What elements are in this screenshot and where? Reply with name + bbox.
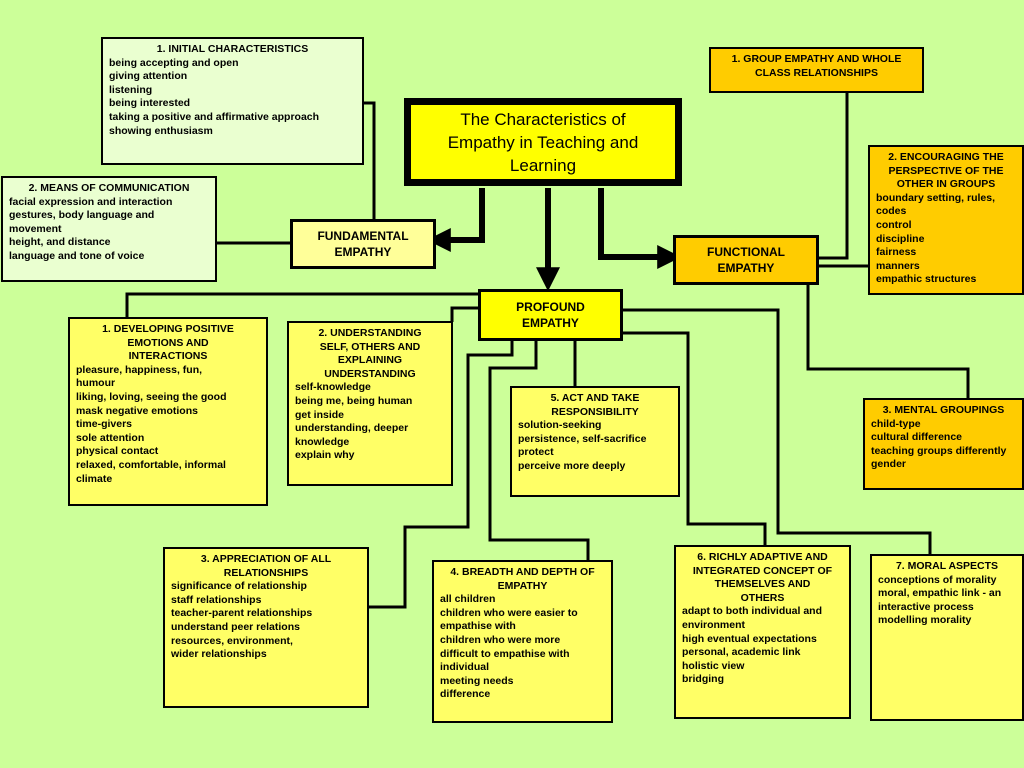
list-item: being interested (109, 97, 191, 110)
breadth-and-depth-box: 4. BREADTH AND DEPTH OF EMPATHY all chil… (432, 560, 613, 723)
box-heading: 6. RICHLY ADAPTIVE AND INTEGRATED CONCEP… (692, 551, 833, 604)
box-heading: 2. MEANS OF COMMUNICATION (28, 182, 190, 194)
encouraging-perspective-box: 2. ENCOURAGING THE PERSPECTIVE OF THE OT… (868, 145, 1024, 295)
box-heading: 2. ENCOURAGING THE PERSPECTIVE OF THE OT… (888, 151, 1004, 191)
box-heading: 4. BREADTH AND DEPTH OF EMPATHY (450, 566, 595, 592)
act-and-take-responsibility-box: 5. ACT AND TAKE RESPONSIBILITY solution-… (510, 386, 680, 497)
list-item: taking a positive and affirmative approa… (109, 110, 320, 123)
list-item: listening (109, 83, 153, 96)
list-item: gestures, body language and movement (9, 209, 155, 235)
list-item: language and tone of voice (9, 249, 145, 262)
link-breadth (488, 340, 590, 560)
list-item: teaching groups differently (871, 444, 1007, 457)
list-item: showing enthusiasm (109, 124, 213, 137)
list-item: understand peer relations (171, 620, 300, 633)
list-item: staff relationships (171, 593, 262, 606)
list-item: empathic structures (876, 273, 977, 286)
group-empathy-box: 1. GROUP EMPATHY AND WHOLE CLASS RELATIO… (709, 47, 924, 93)
list-item: solution-seeking (518, 419, 602, 432)
list-item: perceive more deeply (518, 459, 626, 472)
list-item: high eventual expectations (682, 632, 817, 645)
link-adaptive (622, 331, 767, 545)
arrow-to-functional (598, 188, 682, 269)
box-heading: 3. APPRECIATION OF ALL RELATIONSHIPS (200, 553, 332, 579)
list-item: adapt to both individual and environment (682, 605, 822, 631)
list-item: conceptions of morality (878, 573, 997, 586)
list-item: resources, environment, wider relationsh… (171, 634, 293, 661)
list-item: difference (440, 688, 491, 701)
mental-groupings-box: 3. MENTAL GROUPINGS child-type cultural … (863, 398, 1024, 490)
moral-aspects-box: 7. MORAL ASPECTS conceptions of morality… (870, 554, 1024, 721)
list-item: child-type (871, 417, 921, 430)
list-item: gender (871, 458, 907, 471)
box-heading: 2. UNDERSTANDING SELF, OTHERS AND EXPLAI… (318, 327, 422, 380)
list-item: persistence, self-sacrifice (518, 432, 647, 445)
link-initial (364, 101, 376, 220)
list-item: facial expression and interaction (9, 195, 173, 208)
list-item: personal, academic link (682, 646, 801, 659)
list-item: time-givers (76, 418, 133, 431)
link-mental (806, 283, 970, 398)
box-heading: 1. INITIAL CHARACTERISTICS (156, 43, 309, 55)
list-item: boundary setting, rules, codes (876, 191, 996, 218)
list-item: protect (518, 446, 554, 459)
list-item: physical contact (76, 445, 159, 458)
list-item: moral, empathic link - an interactive pr… (878, 587, 1002, 613)
link-moral (622, 308, 932, 554)
developing-positive-emotions-box: 1. DEVELOPING POSITIVE EMOTIONS AND INTE… (68, 317, 268, 506)
list-item: mask negative emotions (76, 404, 198, 417)
box-heading: 3. MENTAL GROUPINGS (882, 404, 1005, 416)
list-item: teacher-parent relationships (171, 607, 313, 620)
list-item: sole attention (76, 431, 145, 444)
list-item: all children (440, 593, 496, 606)
list-item: being accepting and open (109, 56, 239, 69)
list-item: being me, being human (295, 394, 413, 407)
link-developing (125, 292, 478, 317)
functional-empathy-hub: FUNCTIONAL EMPATHY (673, 235, 819, 285)
link-appreciation (368, 340, 514, 609)
list-item: modelling morality (878, 614, 972, 627)
understanding-self-others-box: 2. UNDERSTANDING SELF, OTHERS AND EXPLAI… (287, 321, 453, 486)
appreciation-of-relationships-box: 3. APPRECIATION OF ALL RELATIONSHIPS sig… (163, 547, 369, 708)
list-item: manners (876, 259, 920, 272)
list-item: children who were more difficult to empa… (440, 633, 570, 674)
richly-adaptive-concept-box: 6. RICHLY ADAPTIVE AND INTEGRATED CONCEP… (674, 545, 851, 719)
box-heading: 1. GROUP EMPATHY AND WHOLE CLASS RELATIO… (731, 53, 902, 79)
list-item: giving attention (109, 70, 188, 83)
list-item: control (876, 218, 912, 231)
list-item: meeting needs (440, 674, 514, 687)
box-heading: 5. ACT AND TAKE RESPONSIBILITY (550, 392, 640, 418)
list-item: children who were easier to empathise wi… (440, 606, 578, 633)
list-item: liking, loving, seeing the good (76, 390, 227, 403)
means-of-communication-box: 2. MEANS OF COMMUNICATION facial express… (1, 176, 217, 282)
list-item: get inside understanding, deeper knowled… (295, 408, 409, 448)
list-item: height, and distance (9, 236, 111, 249)
list-item: discipline (876, 232, 925, 245)
arrow-to-fundamental (426, 188, 485, 252)
list-item: bridging (682, 673, 724, 686)
initial-characteristics-box: 1. INITIAL CHARACTERISTICS being accepti… (101, 37, 364, 165)
list-item: fairness (876, 246, 917, 259)
link-understanding (450, 306, 478, 322)
list-item: pleasure, happiness, fun, humour (76, 363, 203, 390)
box-heading: 1. DEVELOPING POSITIVE EMOTIONS AND INTE… (102, 323, 234, 363)
list-item: cultural difference (871, 431, 963, 444)
list-item: self-knowledge (295, 381, 371, 394)
list-item: explain why (295, 449, 355, 462)
link-group (818, 92, 849, 260)
diagram-title: The Characteristics of Empathy in Teachi… (404, 98, 682, 186)
list-item: holistic view (682, 659, 745, 672)
fundamental-empathy-hub: FUNDAMENTAL EMPATHY (290, 219, 436, 269)
box-heading: 7. MORAL ASPECTS (895, 560, 999, 572)
profound-empathy-hub: PROFOUND EMPATHY (478, 289, 623, 341)
list-item: relaxed, comfortable, informal climate (76, 458, 226, 485)
list-item: significance of relationship (171, 580, 307, 593)
